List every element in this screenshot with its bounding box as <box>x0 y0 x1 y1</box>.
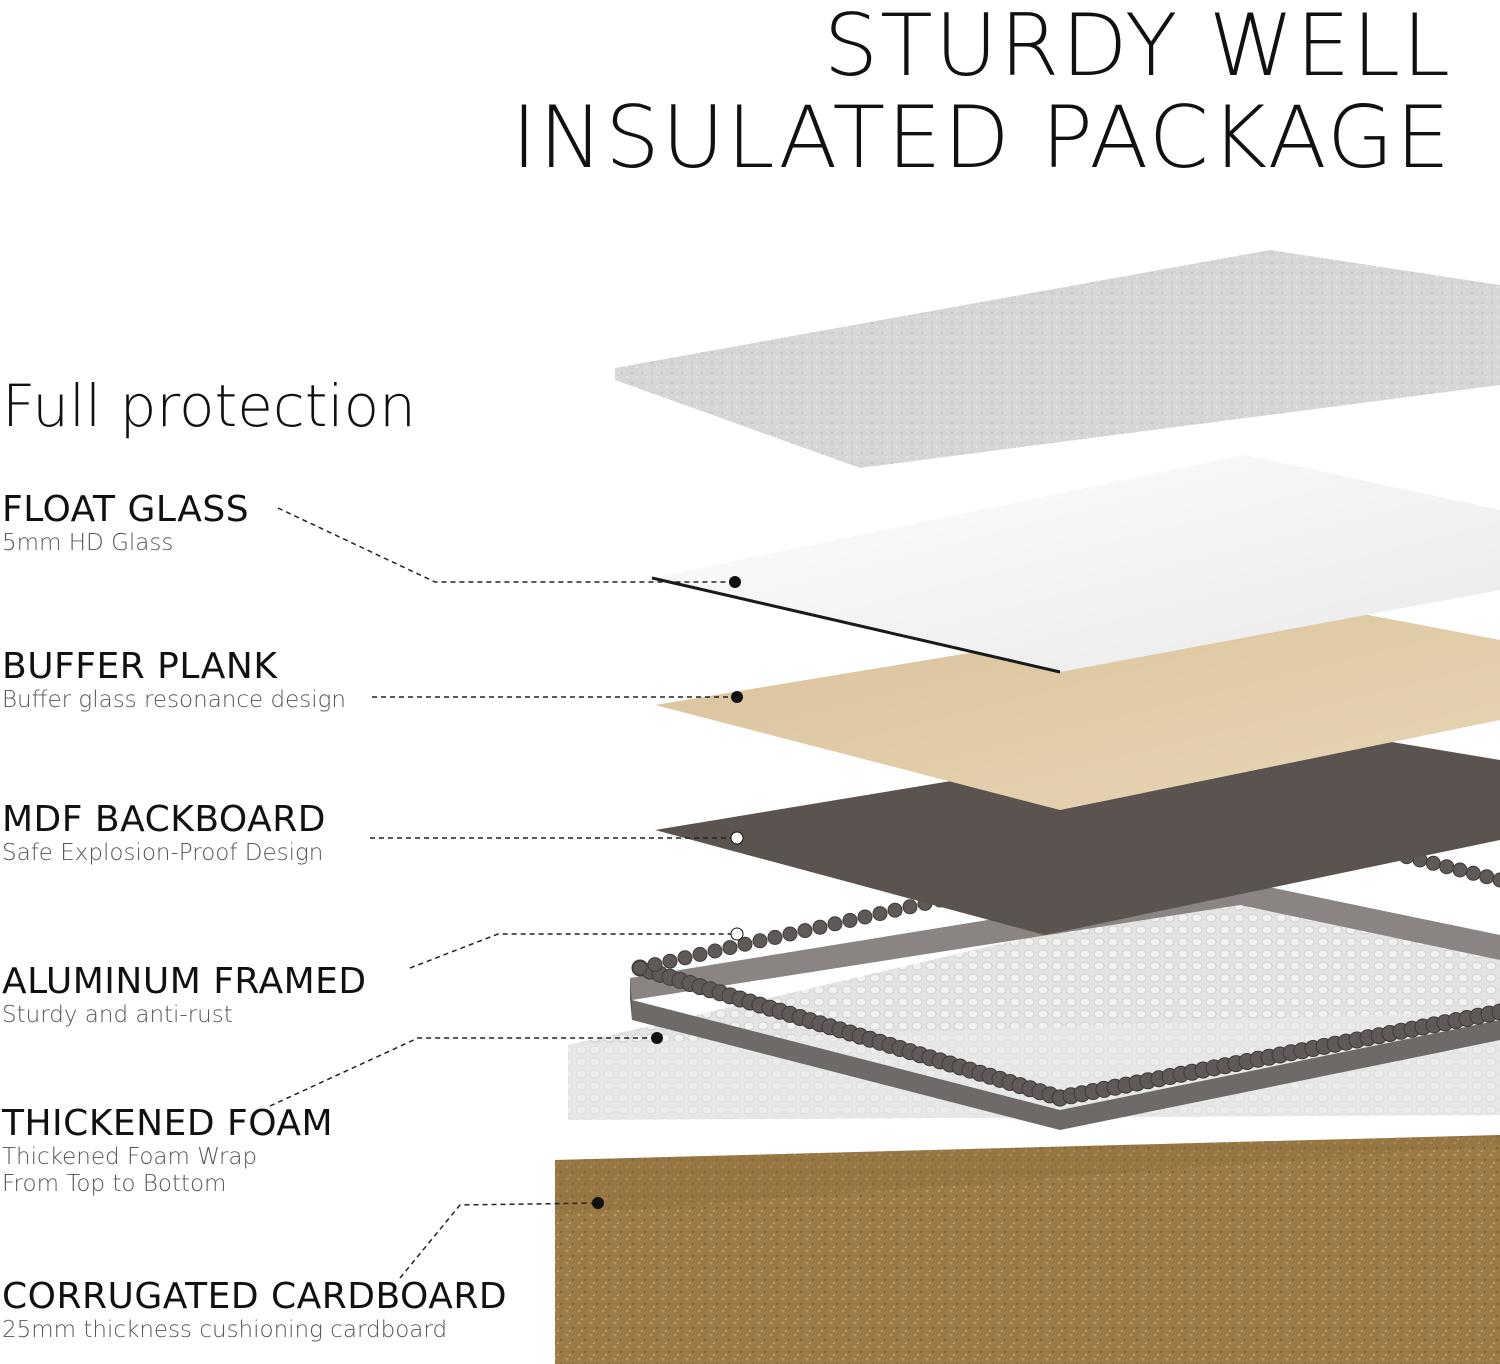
frame-bead <box>632 960 648 976</box>
frame-bead <box>1452 862 1468 878</box>
frame-bead <box>857 909 873 925</box>
label-title: CORRUGATED CARDBOARD <box>2 1276 508 1317</box>
label-desc: 5mm HD Glass <box>2 530 174 556</box>
frame-bead <box>692 946 708 962</box>
page-title: STURDY WELL INSULATED PACKAGE <box>511 0 1452 184</box>
markers <box>592 576 744 1209</box>
label-title: BUFFER PLANK <box>2 646 278 687</box>
label-desc-line-1: Thickened Foam Wrap <box>2 1144 258 1170</box>
glass-layer <box>651 455 1500 674</box>
frame-bead <box>647 957 663 973</box>
label-title: MDF BACKBOARD <box>2 799 326 840</box>
frame-bead <box>782 926 798 942</box>
label-float-glass: FLOAT GLASS 5mm HD Glass <box>2 490 249 557</box>
label-mdf-backboard: MDF BACKBOARD Safe Explosion-Proof Desig… <box>2 800 326 867</box>
frame-bead <box>767 929 783 945</box>
title-line-2: INSULATED PACKAGE <box>511 88 1452 188</box>
frame-bead <box>887 902 903 918</box>
frame-bead <box>1425 855 1441 871</box>
label-title: FLOAT GLASS <box>2 489 250 530</box>
label-thickened-foam: THICKENED FOAM Thickened Foam Wrap From … <box>2 1104 333 1198</box>
frame-bead <box>797 923 813 939</box>
frame-bead <box>1465 865 1481 881</box>
frame-bead <box>902 899 918 915</box>
label-aluminum-framed: ALUMINUM FRAMED Sturdy and anti-rust <box>2 962 367 1029</box>
frame-bead <box>812 919 828 935</box>
subtitle: Full protection <box>2 372 416 440</box>
frame-bead <box>1492 872 1500 888</box>
label-title: THICKENED FOAM <box>2 1103 334 1144</box>
frame-bead <box>707 943 723 959</box>
mdf-layer <box>655 725 1500 935</box>
leader-lines <box>269 507 737 1279</box>
frame-bead <box>872 906 888 922</box>
aluminum-frame-layer <box>630 842 1500 1130</box>
frame-bead <box>1479 869 1495 885</box>
frame-bead <box>677 950 693 966</box>
frame-bead <box>662 953 678 969</box>
frame-bead <box>842 912 858 928</box>
frame-bead <box>1439 859 1455 875</box>
cardboard-layer <box>555 1135 1500 1364</box>
buffer-plank-layer <box>655 600 1500 810</box>
label-desc: Buffer glass resonance design <box>2 687 346 713</box>
label-buffer-plank: BUFFER PLANK Buffer glass resonance desi… <box>2 647 346 714</box>
frame-bead <box>737 936 753 952</box>
label-corrugated-cardboard: CORRUGATED CARDBOARD 25mm thickness cush… <box>2 1277 507 1344</box>
label-title: ALUMINUM FRAMED <box>2 961 367 1002</box>
title-line-1: STURDY WELL <box>823 0 1452 96</box>
top-sheet-layer <box>615 250 1500 468</box>
frame-bead <box>827 916 843 932</box>
label-desc: Safe Explosion-Proof Design <box>2 840 324 866</box>
frame-bead <box>1491 1003 1500 1021</box>
label-desc: 25mm thickness cushioning cardboard <box>2 1317 448 1343</box>
label-desc: Sturdy and anti-rust <box>2 1002 233 1028</box>
frame-bead <box>752 933 768 949</box>
label-desc-line-2: From Top to Bottom <box>2 1171 227 1197</box>
frame-bead <box>722 940 738 956</box>
